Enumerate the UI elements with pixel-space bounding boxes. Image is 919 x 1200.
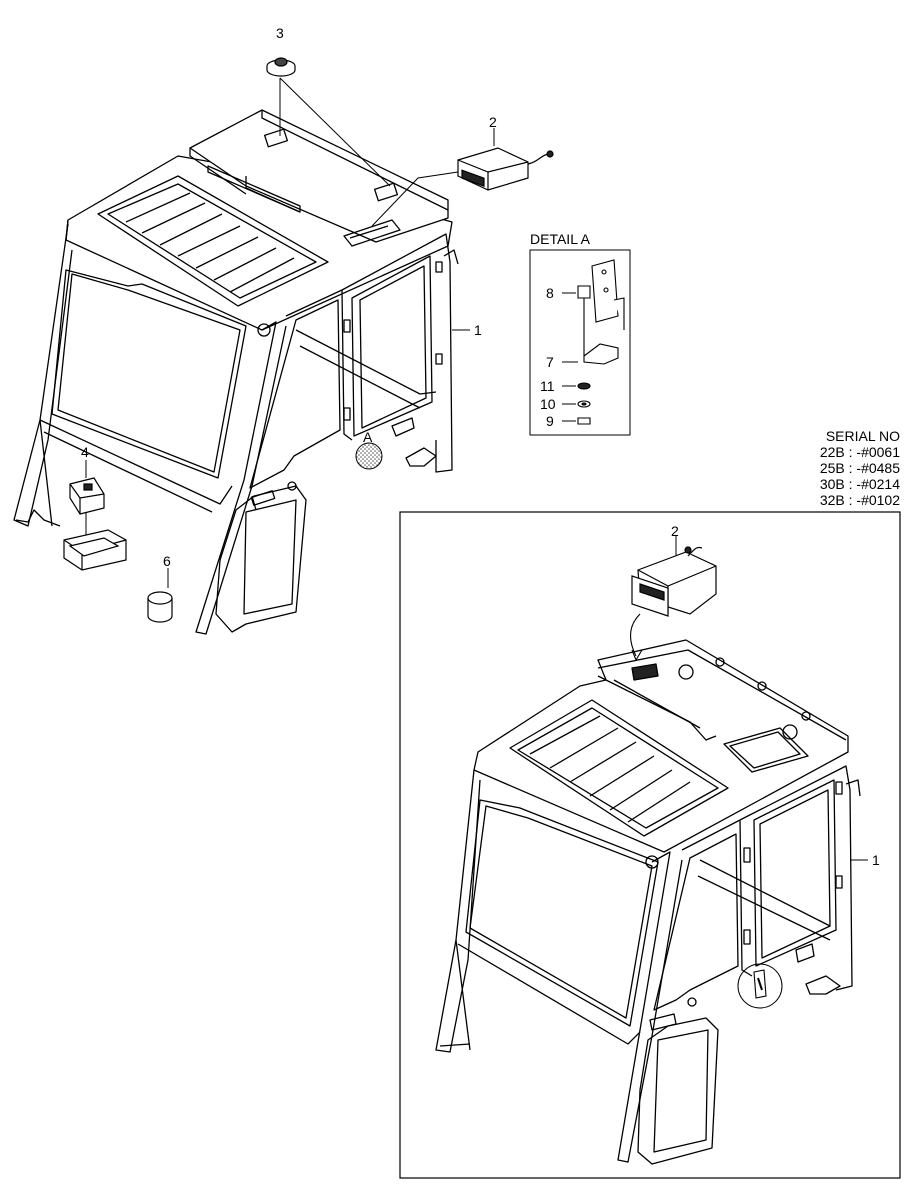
callout-3: 3 [276,25,284,41]
serial-number-block: SERIAL NO 22B : -#0061 25B : -#0485 30B … [790,428,900,508]
callout-10: 10 [540,396,556,412]
serial-item: 22B : -#0061 [819,444,900,460]
detail-a-marker [355,442,383,470]
inset-box [399,511,901,1179]
inset-cab-drawing [435,639,861,1165]
callout-8: 8 [546,285,554,301]
callout-11: 11 [540,378,555,394]
callout-6: 6 [163,553,171,569]
inset-callout-2: 2 [671,523,679,539]
detail-a-title: DETAIL A [530,231,590,247]
serial-item: 32B : -#0102 [819,492,900,508]
detail-a-box [529,249,631,436]
main-cab-drawing [13,109,459,635]
radio-part [457,147,554,191]
serial-item: 30B : -#0214 [819,476,900,492]
switch-part [63,477,127,571]
callout-1: 1 [474,322,482,338]
callout-9: 9 [546,413,554,429]
inset-detail-circle [737,963,783,1009]
serial-title: SERIAL NO [825,428,900,444]
speaker-part [266,57,296,77]
inset-radio-part [631,546,717,617]
callout-2: 2 [489,114,497,130]
detail-a-drawing [577,259,625,425]
callout-4: 4 [81,444,89,460]
callout-a: A [363,429,373,445]
inset-callout-1: 1 [872,852,880,868]
holder-part [147,591,173,623]
callout-7: 7 [546,354,554,370]
serial-item: 25B : -#0485 [819,460,900,476]
